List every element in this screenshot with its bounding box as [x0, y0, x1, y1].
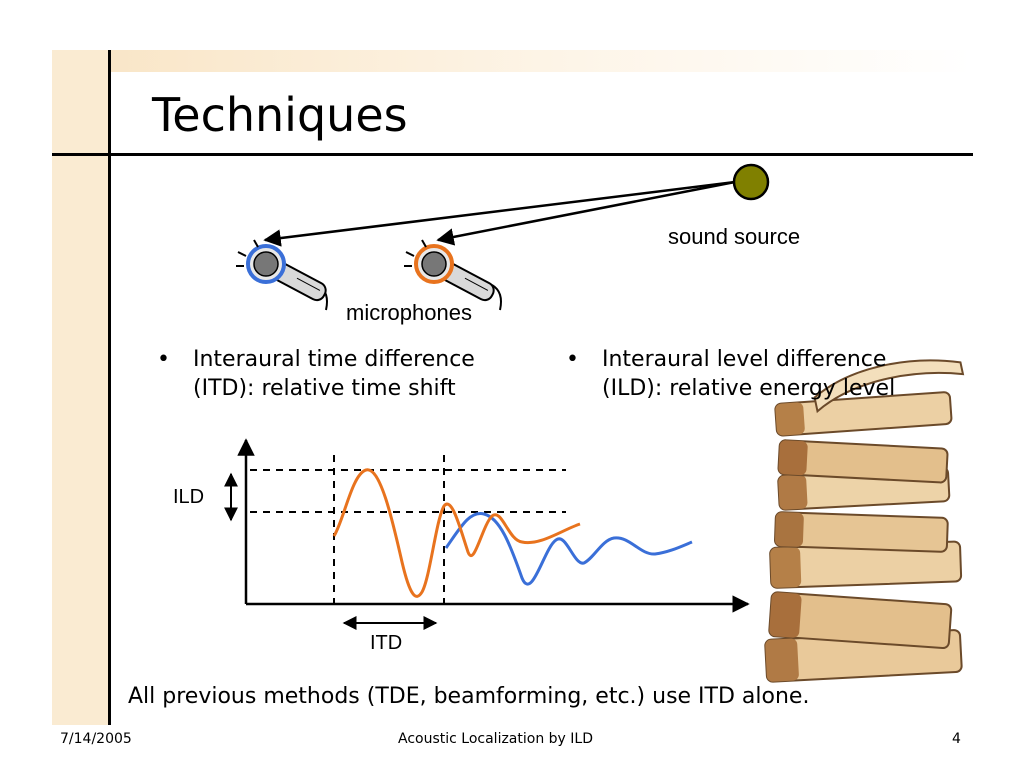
- bullet-itd: • Interaural time difference (ITD): rela…: [157, 345, 475, 403]
- bullet-ild-line2: (ILD): relative energy level: [602, 376, 896, 401]
- blue-waveform: [444, 511, 693, 586]
- sound-source-dot: [732, 163, 770, 201]
- horizontal-rule: [52, 153, 973, 156]
- footer-page-number: 4: [952, 731, 961, 747]
- itd-label: ITD: [370, 632, 403, 654]
- source-to-right-mic-arrow: [436, 180, 736, 246]
- ild-label: ILD: [173, 486, 205, 508]
- footer-title: Acoustic Localization by ILD: [398, 731, 593, 747]
- bullet-dot: •: [157, 347, 170, 372]
- decorative-top-band: [110, 50, 972, 72]
- bullet-itd-line1: Interaural time difference: [193, 347, 475, 372]
- footer-date: 7/14/2005: [60, 731, 132, 747]
- slide-title: Techniques: [152, 88, 408, 142]
- sound-source-label: sound source: [668, 224, 801, 249]
- bullet-dot: •: [566, 347, 579, 372]
- book-stack-icon: [764, 359, 965, 683]
- decorative-left-band: [52, 50, 110, 725]
- microphone-icon: [404, 239, 502, 311]
- bullet-ild: • Interaural level difference (ILD): rel…: [566, 345, 896, 403]
- bullet-ild-line1: Interaural level difference: [602, 347, 887, 372]
- summary-text: All previous methods (TDE, beamforming, …: [128, 684, 810, 709]
- source-to-left-mic-arrow: [263, 180, 736, 247]
- microphone-icon: [236, 239, 328, 311]
- microphones-label: microphones: [346, 300, 472, 325]
- bullet-itd-line2: (ITD): relative time shift: [193, 376, 456, 401]
- orange-waveform: [332, 468, 581, 598]
- vertical-rule: [108, 50, 111, 725]
